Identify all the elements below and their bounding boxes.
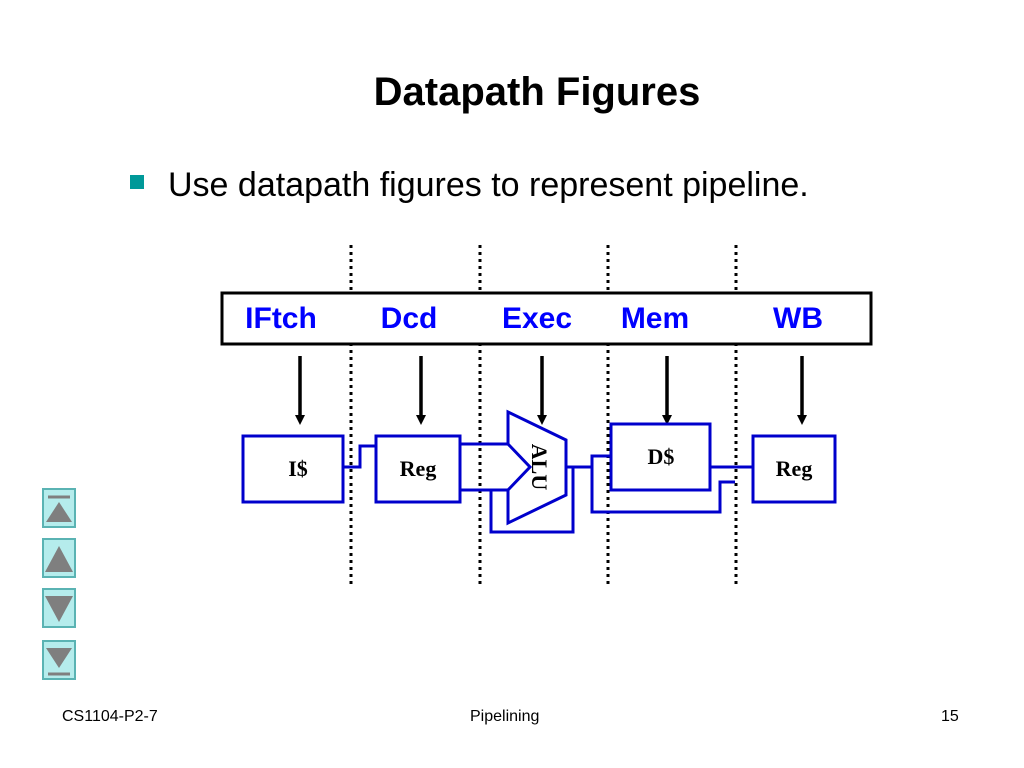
register-read-label: Reg xyxy=(400,456,437,481)
register-write-label: Reg xyxy=(776,456,813,481)
register-write-block xyxy=(751,434,837,504)
alu-label: ALU xyxy=(527,444,552,491)
datapath-wires xyxy=(343,442,753,534)
last-slide-button[interactable] xyxy=(42,640,76,680)
alu-block xyxy=(506,409,568,526)
previous-slide-button[interactable] xyxy=(42,538,76,578)
stage-label-writeback: WB xyxy=(773,302,823,335)
icache-block xyxy=(241,434,345,504)
footer-center-text: Pipelining xyxy=(470,708,540,725)
stage-label-memory: Mem xyxy=(621,302,689,335)
dcache-block xyxy=(609,422,712,492)
stage-bar xyxy=(220,291,873,346)
first-slide-button[interactable] xyxy=(42,488,76,528)
previous-slide-icon xyxy=(45,546,73,572)
stage-label-decode: Dcd xyxy=(381,302,438,335)
page-number: 15 xyxy=(941,708,959,725)
bullet-item: Use datapath figures to represent pipeli… xyxy=(130,160,809,210)
wire-alu-to-dcache xyxy=(566,454,611,469)
next-slide-icon xyxy=(45,596,73,622)
dcache-label: D$ xyxy=(648,444,675,469)
last-slide-icon xyxy=(46,648,72,676)
bullet-marker-icon xyxy=(130,175,144,189)
bullet-text: Use datapath figures to represent pipeli… xyxy=(168,165,809,204)
stage-arrows xyxy=(295,356,807,425)
footer-left-text: CS1104-P2-7 xyxy=(62,708,158,725)
stage-label-ifetch: IFtch xyxy=(245,302,317,335)
icache-label: I$ xyxy=(288,456,308,481)
wire-icache-to-reg xyxy=(343,444,376,469)
register-read-block xyxy=(374,434,462,504)
slide-title: Datapath Figures xyxy=(373,70,701,114)
stage-label-execute: Exec xyxy=(502,302,572,335)
first-slide-icon xyxy=(46,495,72,522)
wire-mem-bypass xyxy=(590,467,735,514)
next-slide-button[interactable] xyxy=(42,588,76,628)
wire-alu-bypass xyxy=(489,467,575,534)
